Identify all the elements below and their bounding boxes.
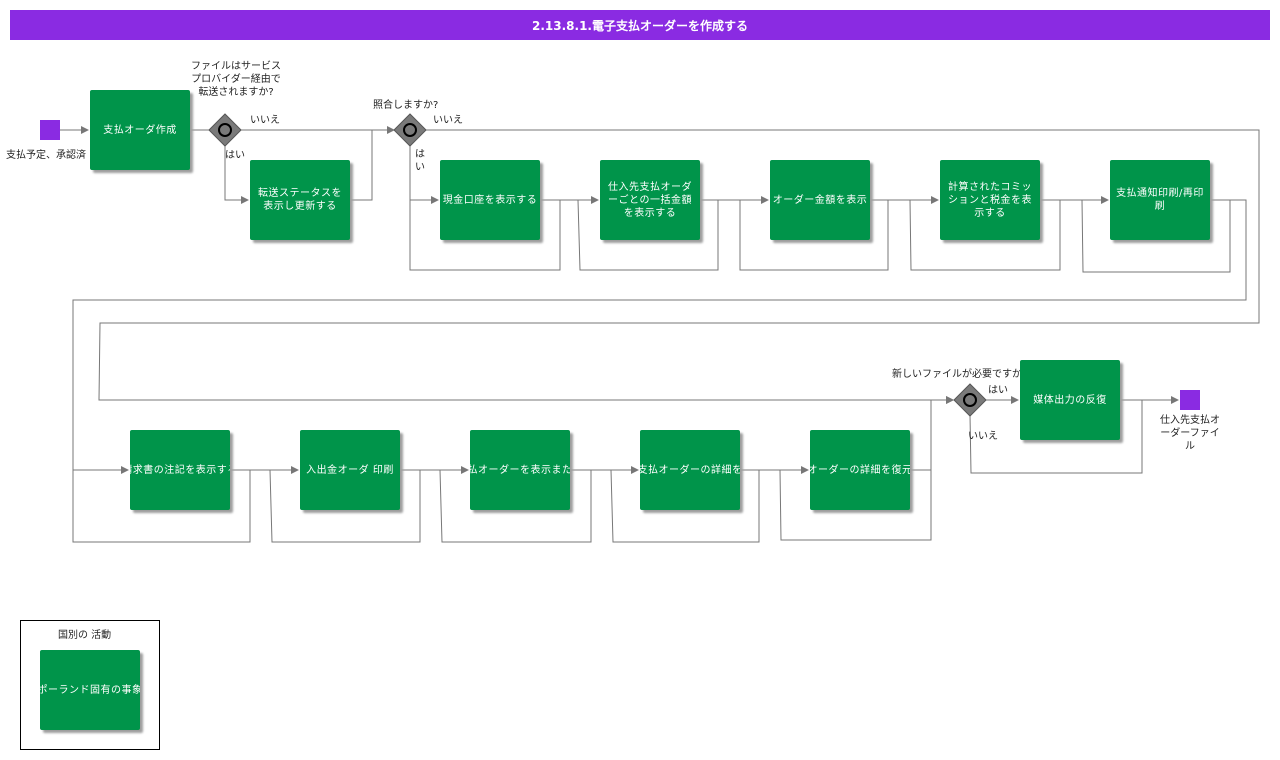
- task-media-repeat[interactable]: 媒体出力の反復: [1020, 360, 1120, 440]
- gateway-g2: [393, 113, 427, 147]
- flow-row-wrap: [72, 199, 1247, 474]
- legend-title: 国別の 活動: [58, 630, 112, 641]
- g1-question-label: ファイルはサービスプロバイダー経由で転送されますか?: [191, 61, 281, 98]
- end-event-label: 仕入先支払オーダーファイル: [1160, 415, 1220, 452]
- flow-skip-2: [577, 199, 719, 271]
- flow-status-to-g2: [350, 130, 373, 201]
- flow-skip-8: [439, 469, 592, 543]
- task-show-cash-account[interactable]: 現金口座を表示する: [440, 160, 540, 240]
- g3-no-label: いいえ: [968, 431, 998, 442]
- start-event[interactable]: [40, 120, 60, 140]
- task-restore-details[interactable]: オーダーの詳細を復元: [810, 430, 910, 510]
- gateway-g3: [953, 383, 987, 417]
- task-print-io-order-label: 入出金オーダ 印刷: [306, 464, 394, 476]
- flow-skip-9: [610, 469, 760, 543]
- task-show-order-amount-label: オーダー金額を表示: [772, 194, 868, 206]
- flow-skip-5: [1081, 199, 1231, 273]
- task-show-invoice-note-label: 請求書の注記を表示する: [130, 464, 230, 476]
- g2-question-label: 照合しますか?: [373, 100, 439, 111]
- flow-skip-3: [739, 200, 889, 271]
- task-media-repeat-label: 媒体出力の反復: [1033, 394, 1107, 406]
- task-print-io-order[interactable]: 入出金オーダ 印刷: [300, 430, 400, 510]
- task-show-invoice-note[interactable]: 請求書の注記を表示する: [130, 430, 230, 510]
- task-show-cash-account-label: 現金口座を表示する: [442, 194, 538, 206]
- task-show-commission-tax[interactable]: 計算されたコミッションと税金を表示する: [940, 160, 1040, 240]
- g3-yes-label: はい: [988, 385, 1008, 396]
- flow-skip-10: [779, 469, 932, 541]
- task-show-order-label: 支払オーダーを表示または: [470, 464, 570, 476]
- flow-skip-4: [909, 199, 1061, 271]
- task-print-notice[interactable]: 支払通知印刷/再印刷: [1110, 160, 1210, 240]
- task-print-notice-label: 支払通知印刷/再印刷: [1116, 188, 1204, 212]
- flow-skip-6: [72, 470, 251, 543]
- g2-yes-label: はい: [415, 149, 425, 173]
- legend-task-label: ポーランド固有の事象: [40, 684, 140, 696]
- task-show-commission-tax-label: 計算されたコミッションと税金を表示する: [948, 181, 1032, 219]
- g2-no-label: いいえ: [433, 115, 463, 126]
- flow-skip-1: [409, 200, 561, 271]
- task-show-lump-sum[interactable]: 仕入先支払オーダーごとの一括金額を表示する: [600, 160, 700, 240]
- task-order-details[interactable]: 支払オーダーの詳細を: [640, 430, 740, 510]
- task-create-order[interactable]: 支払オーダ作成: [90, 90, 190, 170]
- g3-question-label: 新しいファイルが必要ですか?: [892, 369, 1028, 380]
- flow-g2-no: [98, 129, 1260, 404]
- task-show-lump-sum-label: 仕入先支払オーダーごとの一括金額を表示する: [608, 181, 692, 219]
- flow-t10-g3: [910, 396, 954, 471]
- flow-g3-no: [969, 400, 1143, 474]
- legend-task: ポーランド固有の事象: [40, 650, 140, 730]
- flow-g1-yes: [224, 145, 249, 204]
- end-event[interactable]: [1180, 390, 1200, 410]
- g1-no-label: いいえ: [250, 115, 280, 126]
- gateway-g1: [208, 113, 242, 147]
- flow-skip-7: [269, 469, 421, 543]
- task-show-order-amount[interactable]: オーダー金額を表示: [770, 160, 870, 240]
- start-event-label: 支払予定、承認済: [6, 150, 86, 161]
- task-update-status[interactable]: 転送ステータスを表示し更新する: [250, 160, 350, 240]
- task-restore-details-label: オーダーの詳細を復元: [810, 464, 910, 476]
- task-order-details-label: 支払オーダーの詳細を: [640, 464, 740, 476]
- g1-yes-label: はい: [225, 150, 245, 161]
- task-update-status-label: 転送ステータスを表示し更新する: [258, 188, 342, 212]
- task-show-order[interactable]: 支払オーダーを表示または: [470, 430, 570, 510]
- diagram-title: 2.13.8.1.電子支払オーダーを作成する: [10, 10, 1270, 40]
- legend: 国別の 活動: [20, 620, 160, 750]
- task-create-order-label: 支払オーダ作成: [103, 124, 177, 136]
